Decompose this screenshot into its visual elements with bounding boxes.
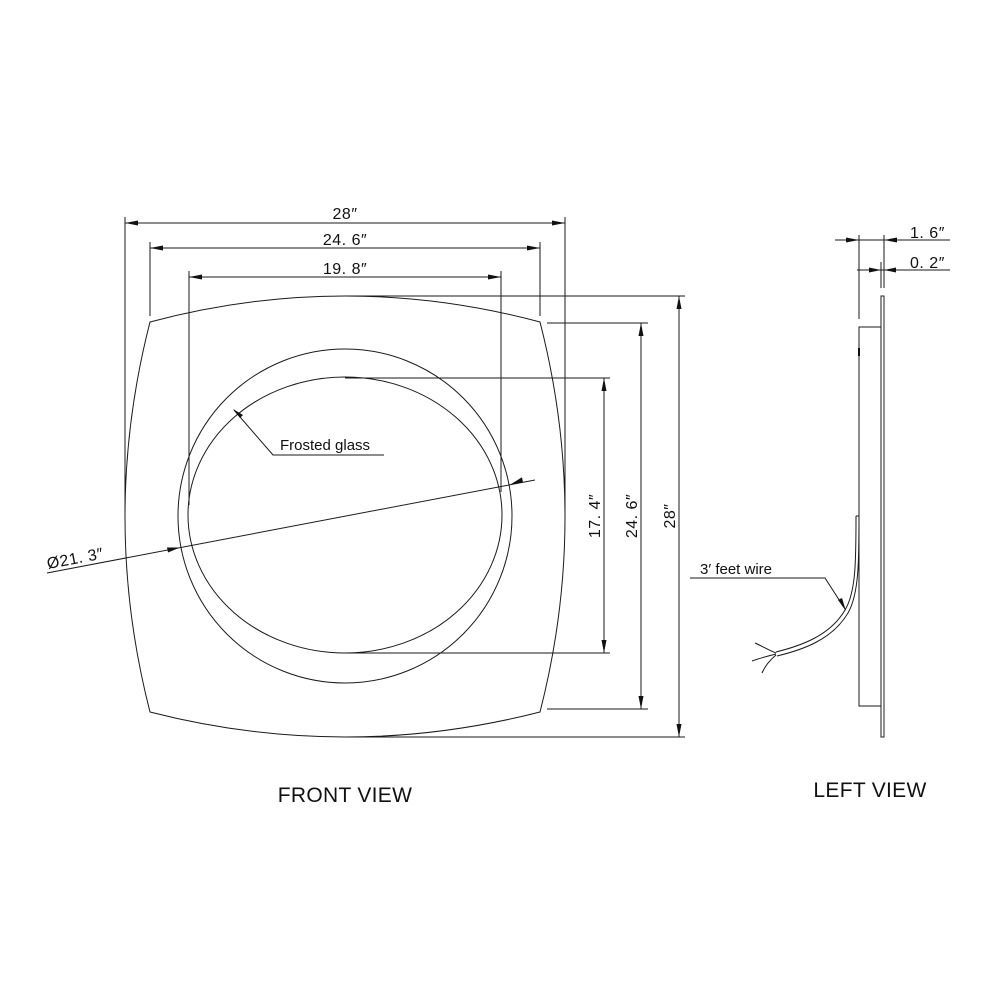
backing-box-profile (858, 326, 881, 707)
dim-inner-frame-height: 24. 6″ (547, 322, 648, 710)
dim-total-depth: 1. 6″ (835, 225, 950, 319)
callout-label-wire: 3′ feet wire (700, 561, 772, 578)
left-view: 1. 6″ 0. 2″ 3′ feet wire LEFT VIEW (690, 225, 950, 802)
dim-ring-diameter: Ø21. 3″ (46, 477, 536, 574)
glass-panel-profile (880, 295, 885, 738)
callout-label-frosted-glass: Frosted glass (280, 437, 370, 454)
dim-label-total-depth: 1. 6″ (910, 225, 945, 242)
dim-label-ring-diameter: Ø21. 3″ (46, 546, 105, 573)
dim-overall-height: 28″ (345, 295, 685, 738)
power-wire (751, 515, 860, 674)
dim-label-overall-height: 28″ (662, 504, 679, 529)
dim-label-inner-frame-width: 24. 6″ (323, 232, 367, 249)
dim-glass-width: 19. 8″ (188, 261, 502, 505)
dim-glass-thickness: 0. 2″ (857, 255, 950, 288)
callout-wire: 3′ feet wire (690, 561, 846, 611)
dim-label-inner-frame-height: 24. 6″ (624, 494, 641, 538)
dim-overall-width: 28″ (124, 206, 566, 520)
dim-glass-height: 17. 4″ (345, 377, 610, 654)
frosted-ring-outer (177, 348, 513, 684)
front-view: 28″ 24. 6″ 19. 8″ 17. 4″ (46, 206, 685, 807)
mirror-frame-outline (124, 295, 566, 738)
callout-frosted-glass: Frosted glass (233, 409, 384, 456)
left-view-title: LEFT VIEW (813, 779, 926, 802)
front-view-title: FRONT VIEW (278, 784, 412, 807)
glass-inner-ellipse (187, 376, 503, 654)
dim-inner-frame-width: 24. 6″ (149, 232, 541, 316)
dim-label-overall-width: 28″ (333, 206, 358, 223)
dim-label-glass-width: 19. 8″ (323, 261, 367, 278)
dim-label-glass-thickness: 0. 2″ (910, 255, 945, 272)
dim-label-glass-height: 17. 4″ (587, 494, 604, 538)
